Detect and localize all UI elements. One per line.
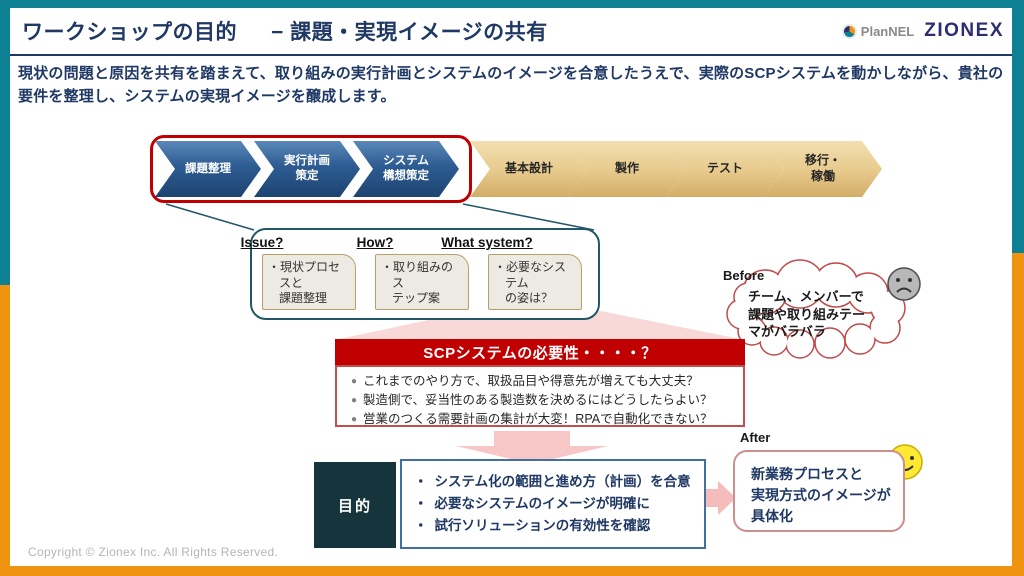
bullet-icon: ・ [414,517,428,533]
what-system-header: What system? [441,235,533,250]
purpose-bullet-item: ・システム化の範囲と進め方（計画）を合意 [414,471,698,493]
top-teal-bar [0,0,1024,8]
step-label: 稼働 [810,169,835,183]
step-label: 実行計画 [284,155,330,168]
step-label: 策定 [295,170,319,182]
purpose-bullet-item: ・試行ソリューションの有効性を確認 [414,515,698,537]
scp-bullet-item: ● 製造側で、妥当性のある製造数を決めるにはどうしたらよい？ [351,391,735,410]
left-orange-band [0,285,10,576]
plannel-logo-icon [841,23,857,39]
purpose-bullet-text: 試行ソリューションの有効性を確認 [434,517,651,533]
connector-line-left [165,203,255,231]
plannel-logo: PlanNEL [841,23,915,39]
step-label: システム [383,155,429,168]
what-system-card: ・必要なシステム の姿は？ [488,254,582,310]
copyright-text: Copyright © Zionex Inc. All Rights Reser… [28,545,279,559]
bullet-icon: ・ [414,474,428,489]
intro-paragraph: 現状の問題と原因を共有を踏まえて、取り組みの実行計画とシステムのイメージを合意し… [18,65,1004,106]
purpose-label-box: 目的 [314,462,396,548]
scp-bullet-text: これまでのやり方で、取扱品目や得意先が増えても大丈夫？ [363,374,699,388]
after-result-box: 新業務プロセスと 実現方式のイメージが 具体化 [733,450,905,532]
how-card: ・取り組みのス テップ案 [375,254,469,310]
title-sub: − 課題・実現イメージの共有 [271,21,548,44]
scp-bullet-text: 製造側で、妥当性のある製造数を決めるにはどうしたらよい？ [363,393,713,407]
zionex-logo: ZIONEX [924,20,1004,41]
step-label: テスト [706,161,743,176]
scp-banner: SCPシステムの必要性・・・・？ [335,339,745,365]
step-label: 移行・ [804,153,841,168]
issue-header: Issue? [240,235,284,250]
scp-issues-box: ● これまでのやり方で、取扱品目や得意先が増えても大丈夫？ ● 製造側で、妥当性のあ… [335,365,745,427]
scp-bullet-text: 営業のつくる需要計画の集計が大変！RPAで自動化できない？ [363,412,713,426]
step-basic-design-arrow: 基本設計 [470,141,588,197]
step-build-arrow: 製作 [568,141,686,197]
connector-line-right [462,203,595,231]
bottom-orange-bar [0,566,1024,576]
step-label: 課題整理 [185,162,231,175]
step-label: 構想策定 [383,170,429,182]
page-title: ワークショップの目的 − 課題・実現イメージの共有 [22,16,548,46]
right-orange-band [1012,253,1024,576]
right-teal-band [1012,0,1024,253]
left-teal-band [0,8,10,285]
how-header: How? [356,235,394,250]
issue-card: ・現状プロセスと 課題整理 [262,254,356,310]
purpose-bullet-text: システム化の範囲と進め方（計画）を合意 [434,474,691,489]
scp-bullet-item: ● 営業のつくる需要計画の集計が大変！RPAで自動化できない？ [351,410,735,429]
scp-bullet-item: ● これまでのやり方で、取扱品目や得意先が増えても大丈夫？ [351,372,735,391]
purpose-goals-box: ・システム化の範囲と進め方（計画）を合意 ・必要なシステムのイメージが明確に ・… [400,459,706,549]
title-main: ワークショップの目的 [22,21,237,44]
purpose-bullet-item: ・必要なシステムのイメージが明確に [414,493,698,515]
step-label: 基本設計 [504,161,553,176]
bullet-icon: ・ [414,495,428,511]
after-label: After [740,430,771,445]
plannel-logo-text: PlanNEL [860,23,915,39]
workshop-scope-outline [150,135,472,203]
bullet-icon: ● [351,395,358,406]
before-label: Before [723,268,765,283]
bullet-icon: ● [351,414,358,425]
step-label: 製作 [614,161,639,176]
title-divider [10,54,1012,56]
before-cloud-text: チーム、メンバーで 課題や取り組みテー マがバラバラ [748,289,866,340]
logo-area: PlanNEL ZIONEX [841,20,1004,42]
purpose-bullet-text: 必要なシステムのイメージが明確に [434,495,650,511]
bullet-icon: ● [351,376,358,387]
